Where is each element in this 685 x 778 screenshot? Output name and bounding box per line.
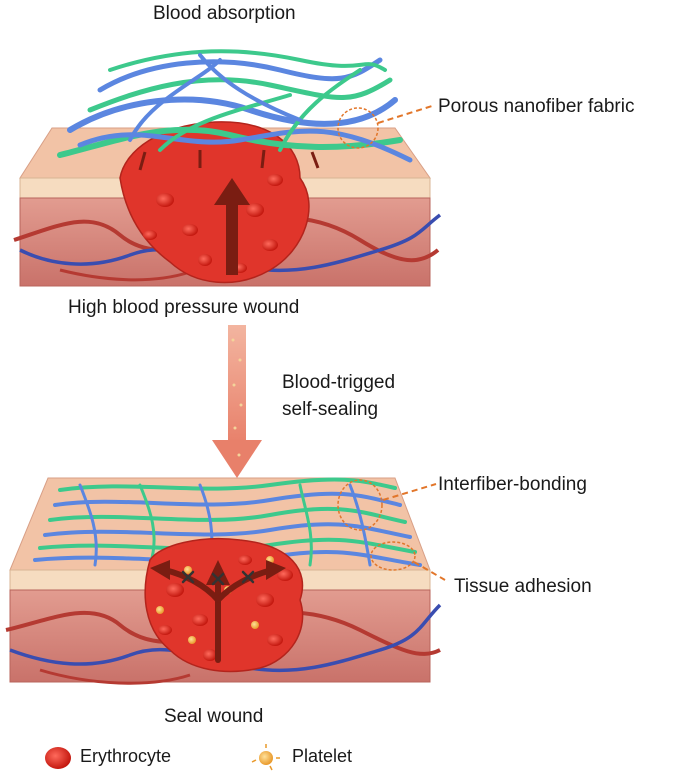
top-porous-callout-circle — [337, 107, 379, 149]
label-trigger-line2: self-sealing — [282, 399, 379, 420]
legend-platelet: Platelet — [292, 746, 352, 767]
label-seal-wound: Seal wound — [164, 706, 264, 727]
top-erythrocytes — [143, 174, 283, 273]
adhesion-callout-line — [413, 561, 446, 581]
bottom-vessel-red-2 — [39, 668, 191, 685]
top-vessel-red-2 — [59, 268, 191, 282]
legend-platelet-icon — [251, 744, 280, 771]
legend-platelet-label: Platelet — [292, 746, 353, 766]
adhesion-callout-circle — [370, 541, 416, 571]
label-tissue-adhesion: Tissue adhesion — [454, 576, 592, 597]
legend-erythrocyte: Erythrocyte — [80, 746, 171, 767]
bottom-fiber-mesh — [33, 477, 422, 567]
top-small-arrows — [138, 149, 320, 171]
label-blood-absorption: Blood absorption — [153, 3, 296, 24]
legend-erythrocyte-icon — [45, 747, 71, 769]
label-trigger-line1: Blood-trigged — [282, 372, 396, 393]
interfiber-callout-circle — [337, 479, 383, 531]
bottom-block-marks — [181, 570, 255, 586]
legend-erythrocyte-label: Erythrocyte — [80, 746, 172, 766]
bottom-arrow-heads — [150, 560, 286, 585]
label-porous-nanofiber: Porous nanofiber fabric — [438, 96, 635, 117]
top-pressure-arrow — [214, 178, 250, 275]
process-arrow — [212, 325, 262, 478]
top-fiber-mesh — [57, 49, 413, 163]
label-high-pressure-wound: High blood pressure wound — [68, 297, 300, 318]
bottom-tissue-block — [5, 477, 446, 685]
label-interfiber-bonding: Interfiber-bonding — [438, 474, 587, 495]
top-tissue-block — [13, 49, 442, 287]
bottom-erythrocytes — [158, 555, 293, 661]
